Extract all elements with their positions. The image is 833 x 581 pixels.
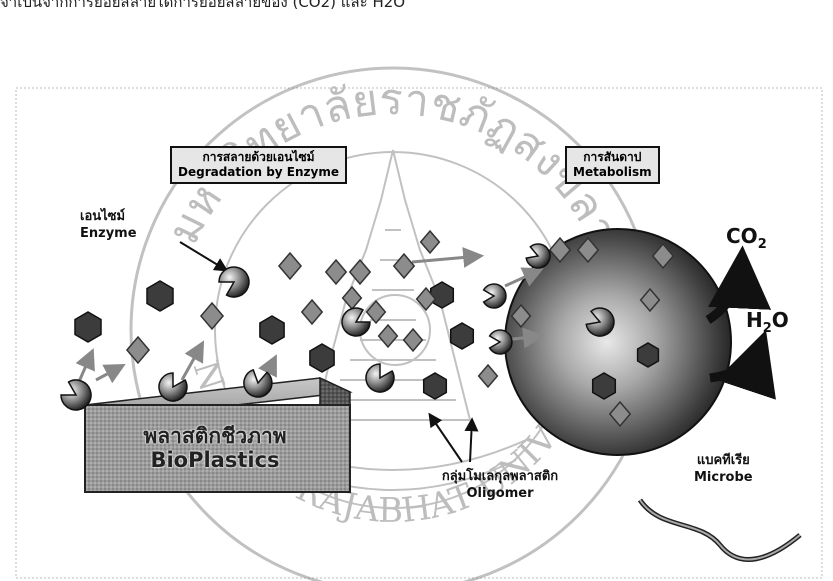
diamond-particle bbox=[379, 325, 398, 347]
enzyme-particle bbox=[244, 370, 272, 397]
oligomer-pointer-arrow-1 bbox=[430, 415, 462, 462]
enzyme-particle bbox=[490, 330, 512, 354]
diamond-particle bbox=[302, 300, 322, 324]
top-caption-fragment: จำเป็นจากการย่อยสลายได้การย่อยสลายของ (C… bbox=[0, 0, 833, 10]
enzyme-particle bbox=[61, 380, 91, 410]
oligomer-label-en: Oligomer bbox=[420, 485, 580, 502]
metabolism-label-th: การสันดาป bbox=[573, 150, 652, 165]
h2o-label: H2O bbox=[746, 308, 789, 336]
bioplastic-label-en: BioPlastics bbox=[100, 448, 330, 472]
hexagon-particle bbox=[638, 343, 659, 367]
oligomer-label-th: กลุ่มโมเลกุลพลาสติก bbox=[420, 468, 580, 485]
microbe-label-th: แบคทีเรีย bbox=[694, 452, 753, 469]
oligomer-pointer-arrow-2 bbox=[470, 420, 472, 462]
co2-text: CO bbox=[726, 224, 758, 248]
diamond-particle bbox=[326, 260, 346, 284]
diamond-particle bbox=[479, 365, 498, 387]
hexagon-particle bbox=[147, 281, 173, 311]
enzyme-particle bbox=[526, 244, 550, 268]
co2-label: CO2 bbox=[726, 224, 767, 252]
microbe-label-en: Microbe bbox=[694, 469, 753, 486]
enzyme-label: เอนไซม์ Enzyme bbox=[80, 208, 137, 242]
hexagon-particle bbox=[431, 282, 454, 308]
hexagon-particle bbox=[260, 316, 284, 344]
enzyme-label-th: เอนไซม์ bbox=[80, 208, 137, 225]
diamond-particle bbox=[421, 231, 440, 253]
h2o-subscript: 2 bbox=[763, 321, 772, 336]
diamond-particle bbox=[279, 253, 301, 279]
h2o-h: H bbox=[746, 308, 763, 332]
co2-subscript: 2 bbox=[758, 237, 767, 252]
bioplastic-label-th: พลาสติกชีวภาพ bbox=[100, 424, 330, 448]
enzyme-particle bbox=[484, 284, 506, 308]
degradation-label-en: Degradation by Enzyme bbox=[178, 165, 339, 180]
diamond-particle bbox=[394, 254, 414, 278]
hexagon-particle bbox=[451, 323, 474, 349]
diamond-particle bbox=[404, 329, 423, 351]
microbe-label: แบคทีเรีย Microbe bbox=[694, 452, 753, 486]
enzyme-particle bbox=[366, 364, 394, 392]
hexagon-particle bbox=[75, 312, 101, 342]
h2o-o: O bbox=[772, 308, 789, 332]
metabolism-label-box: การสันดาป Metabolism bbox=[565, 146, 660, 184]
diamond-particle bbox=[201, 303, 223, 329]
enzyme-label-en: Enzyme bbox=[80, 225, 137, 242]
hexagon-particle bbox=[424, 373, 447, 399]
hexagon-particle bbox=[593, 373, 616, 399]
oligomer-label: กลุ่มโมเลกุลพลาสติก Oligomer bbox=[420, 468, 580, 502]
hexagon-particle bbox=[310, 344, 334, 372]
metabolism-label-en: Metabolism bbox=[573, 165, 652, 180]
enzyme-particle bbox=[219, 267, 249, 297]
degradation-label-box: การสลายด้วยเอนไซม์ Degradation by Enzyme bbox=[170, 146, 347, 184]
bioplastic-label: พลาสติกชีวภาพ BioPlastics bbox=[100, 424, 330, 472]
degradation-label-th: การสลายด้วยเอนไซม์ bbox=[178, 150, 339, 165]
